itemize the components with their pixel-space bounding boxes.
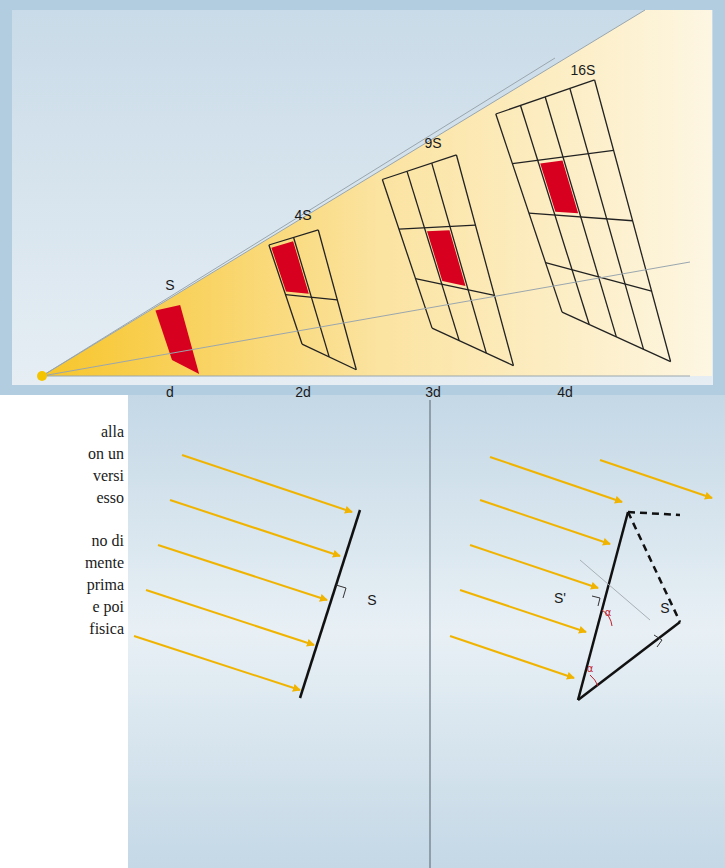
distance-label: 4d <box>557 384 573 400</box>
angle-label: α <box>587 663 594 674</box>
grid-line <box>546 263 652 292</box>
light-source <box>37 371 47 381</box>
unit-area <box>155 305 199 374</box>
angle-label: α <box>605 607 612 618</box>
grid-line <box>415 279 494 296</box>
surface-label: S <box>660 600 669 616</box>
text-fragment: e poi <box>92 598 124 616</box>
rays <box>42 10 690 376</box>
text-fragment: alla <box>101 423 124 441</box>
area-label: 4S <box>294 207 311 223</box>
distance-label: 2d <box>295 384 311 400</box>
normal-line <box>580 560 650 620</box>
grid-line <box>269 245 302 344</box>
angle-arc <box>590 675 598 686</box>
distance-label: 3d <box>425 384 441 400</box>
surface-label: S' <box>554 590 566 606</box>
light-arrows <box>450 457 712 678</box>
light-cone <box>42 10 712 376</box>
grid-line <box>595 80 671 362</box>
grid-line <box>432 328 513 366</box>
surface-line <box>300 510 360 698</box>
text-fragment: esso <box>96 489 124 507</box>
light-arrows <box>134 455 352 690</box>
area-label: 16S <box>571 62 596 78</box>
grid-line <box>302 344 356 370</box>
grid-line <box>456 155 513 366</box>
text-fragment: prima <box>87 576 124 594</box>
grid-line <box>432 163 487 353</box>
grid-line <box>407 171 459 340</box>
grid-line <box>562 312 670 361</box>
dashed-edge <box>628 512 680 515</box>
right-angle-mark <box>592 596 600 606</box>
panel-ground <box>12 10 713 385</box>
text-fragment: fisica <box>89 620 124 638</box>
tilted-surface <box>578 622 680 700</box>
surfaces <box>155 80 670 374</box>
panel-ground <box>128 395 725 868</box>
text-fragment: mente <box>85 554 124 572</box>
grid-line <box>382 180 432 329</box>
divider <box>429 400 431 868</box>
projected-surface <box>578 512 628 700</box>
dashed-edge <box>628 512 680 622</box>
right-angle-mark <box>654 635 662 647</box>
right-angle-mark <box>336 585 346 598</box>
grid-line <box>399 225 476 229</box>
unit-area <box>427 230 465 286</box>
text-fragment: no di <box>92 532 124 550</box>
distance-label: d <box>166 384 174 400</box>
grid-line <box>529 213 633 221</box>
surface-label: S <box>367 592 376 608</box>
panel-frame <box>0 0 725 395</box>
area-label: 9S <box>424 135 441 151</box>
text-fragment: versi <box>93 467 124 485</box>
text-fragment: on un <box>88 445 124 463</box>
grid-line <box>318 230 356 370</box>
grid-line <box>285 295 337 300</box>
area-label: S <box>165 277 174 293</box>
